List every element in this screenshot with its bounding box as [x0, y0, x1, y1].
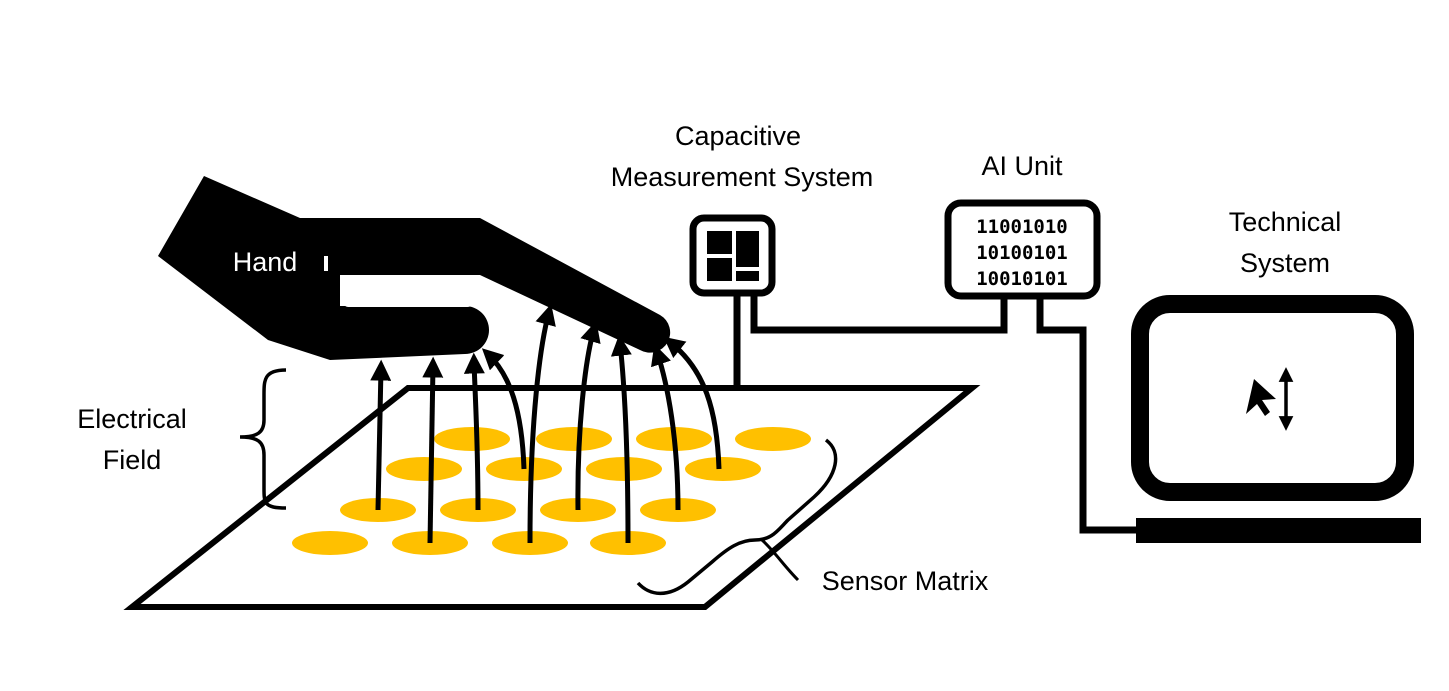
- cable-ai-to-technical: [1036, 297, 1140, 534]
- ai-code-line-2: 10100101: [976, 242, 1068, 264]
- sensor-pad: [292, 531, 368, 555]
- cables: [733, 293, 1140, 534]
- sensor-matrix-leader: [760, 538, 800, 582]
- hand-label: Hand: [233, 247, 298, 277]
- grid-panel-icon: [689, 214, 776, 297]
- technical-system-label-line2: System: [1240, 248, 1330, 278]
- electrical-field-brace: [239, 368, 287, 510]
- sensor-pad: [735, 427, 811, 451]
- technical-system-label: Technical: [1229, 207, 1342, 237]
- electrical-field-label: Electrical: [77, 404, 187, 434]
- field-line: [481, 348, 527, 470]
- hand-shape: [158, 176, 671, 360]
- ai-unit-box: [944, 199, 1101, 300]
- hand-icon: Hand: [158, 176, 671, 360]
- field-line: [422, 356, 444, 544]
- sensor-pad: [536, 427, 612, 451]
- capacitive-label: Capacitive: [675, 121, 801, 151]
- sensor-pad: [386, 457, 462, 481]
- field-line: [463, 352, 485, 511]
- laptop-base: [1136, 518, 1421, 543]
- sensor-pad: [685, 457, 761, 481]
- electric-field-lines: [370, 303, 722, 544]
- field-line: [610, 334, 632, 544]
- field-line: [370, 359, 392, 511]
- sensor-pad: [586, 457, 662, 481]
- ai-unit-label: AI Unit: [981, 151, 1063, 181]
- field-line: [575, 320, 601, 511]
- sensor-pad: [434, 427, 510, 451]
- field-line: [651, 344, 681, 511]
- capacitive-panel-dividers: [707, 231, 759, 281]
- capacitive-label-line2: Measurement System: [611, 162, 874, 192]
- mouse-cursor-icon: [1246, 379, 1276, 416]
- ai-code-line-3: 10010101: [976, 268, 1068, 290]
- cable-capacitive-to-ai: [750, 296, 1008, 334]
- electrical-field-label-line2: Field: [103, 445, 162, 475]
- ai-code-line-1: 11001010: [976, 216, 1068, 238]
- field-line: [527, 303, 556, 544]
- hand-gap: [343, 296, 473, 307]
- sensor-matrix-brace: [636, 438, 838, 596]
- field-line: [663, 336, 722, 470]
- laptop-icon: [1131, 295, 1421, 543]
- sensor-matrix-label: Sensor Matrix: [822, 566, 989, 596]
